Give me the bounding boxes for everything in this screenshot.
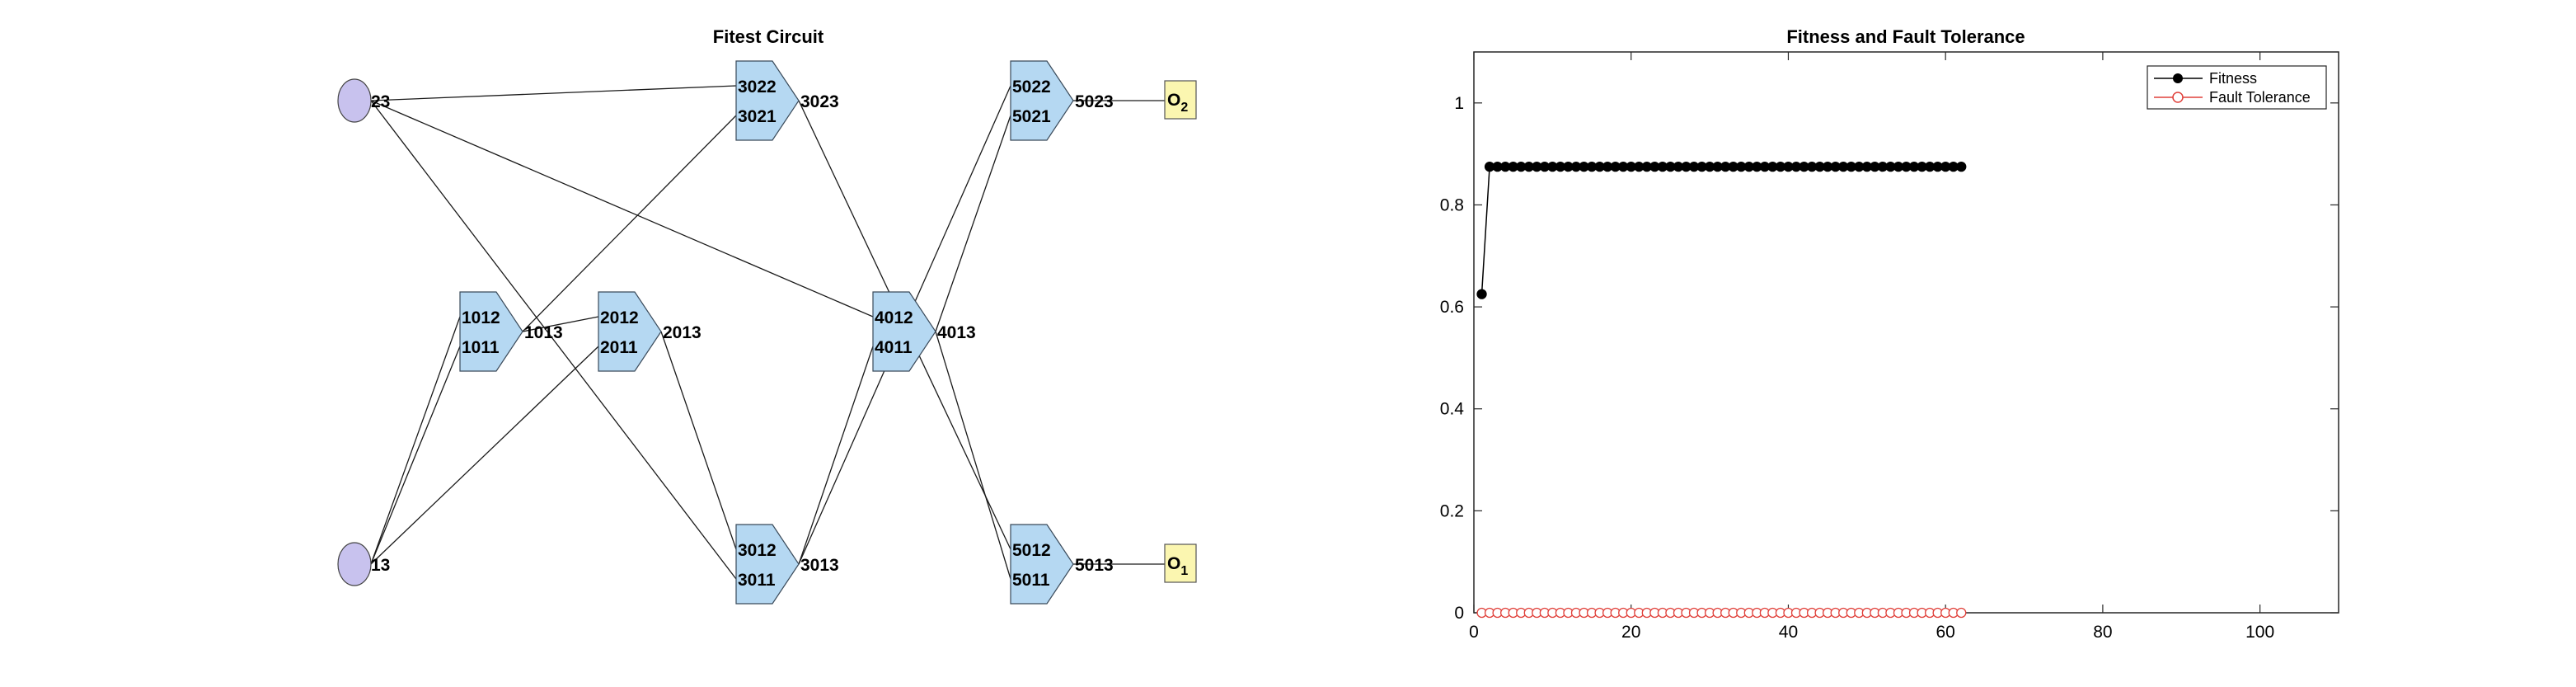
gate-output-label: 1013: [524, 323, 563, 342]
x-tick-label: 0: [1469, 623, 1479, 642]
gate-2013: [598, 291, 662, 372]
gate-input-label: 5022: [1012, 78, 1051, 96]
legend-fault-tolerance-marker: [2172, 92, 2184, 103]
gate-input-label: 4011: [875, 338, 913, 357]
y-tick-label: 0.6: [1440, 298, 1464, 317]
gate-input-label: 2011: [600, 338, 638, 357]
legend-fault-tolerance-label: Fault Tolerance: [2209, 89, 2311, 106]
circuit-title: Fitest Circuit: [713, 26, 824, 47]
chart-title: Fitness and Fault Tolerance: [1786, 26, 2025, 47]
gate-3023: [735, 60, 800, 141]
gate-output-label: 3023: [800, 92, 839, 111]
wire-layer: [370, 85, 1165, 580]
wire: [522, 316, 599, 332]
gate-5023: [1010, 60, 1074, 141]
gate-input-label: 1011: [462, 338, 500, 357]
x-tick-label: 20: [1621, 623, 1640, 642]
wire: [522, 115, 737, 332]
wire: [370, 85, 737, 101]
gate-input-label: 3012: [738, 541, 777, 560]
gate-output-label: 2013: [663, 323, 701, 342]
y-tick-label: 0.2: [1440, 501, 1464, 520]
gate-input-label: 3022: [738, 78, 777, 96]
data-point: [1956, 161, 1967, 172]
y-tick-label: 0.8: [1440, 195, 1464, 214]
y-tick-label: 1: [1454, 94, 1464, 113]
wire: [370, 316, 461, 565]
x-tick-label: 100: [2245, 623, 2274, 642]
circuit-diagram: Fitest Circuit 2313101210111013201220112…: [337, 26, 1197, 605]
wire: [370, 100, 874, 318]
input-node-23: [337, 78, 372, 123]
series-layer: [1476, 161, 1967, 619]
data-point: [1476, 289, 1487, 299]
gate-input-label: 5021: [1012, 107, 1051, 126]
gate-output-label: 3013: [800, 556, 839, 575]
wire: [935, 115, 1011, 332]
gate-4013: [872, 291, 936, 372]
x-tick-label: 80: [2093, 623, 2112, 642]
gate-input-label: 3021: [738, 107, 777, 126]
output-node-2: [1164, 80, 1197, 120]
node-layer: 23 13 1012 1011 1013 2012 2011 2013 3022 3021 3023…: [337, 60, 1197, 605]
input-label-23: 23: [371, 92, 390, 111]
output-node-1: [1164, 543, 1197, 583]
gate-output-label: 5013: [1075, 556, 1114, 575]
wire: [370, 100, 737, 580]
gate-input-label: 5012: [1012, 541, 1051, 560]
wire: [660, 331, 737, 550]
x-tick-label: 40: [1779, 623, 1798, 642]
gate-output-label: 5023: [1075, 92, 1114, 111]
x-tick-label: 60: [1936, 623, 1955, 642]
gate-1013: [459, 291, 523, 372]
gate-5013: [1010, 524, 1074, 605]
legend: Fitness Fault Tolerance: [2147, 65, 2327, 110]
input-label-13: 13: [371, 556, 390, 575]
gate-input-label: 2012: [600, 308, 639, 327]
input-node-13: [337, 542, 372, 586]
y-tick-label: 0.4: [1440, 400, 1465, 419]
gate-input-label: 5011: [1012, 571, 1050, 590]
wire: [370, 346, 461, 565]
wire: [935, 331, 1011, 580]
gate-input-label: 4012: [875, 308, 913, 327]
y-tick-label: 0: [1454, 604, 1464, 623]
axis-ticks: 0 20 40 60 80 100 0 0.2 0.4 0.6 0.8 1: [1440, 52, 2339, 642]
gate-3013: [735, 524, 800, 605]
gate-input-label: 3011: [738, 571, 776, 590]
legend-fitness-label: Fitness: [2209, 70, 2257, 87]
plot-area: [1473, 51, 2339, 614]
legend-fitness-marker: [2173, 73, 2183, 83]
gate-input-label: 1012: [462, 308, 500, 327]
gate-output-label: 4013: [937, 323, 976, 342]
data-point: [1956, 607, 1967, 619]
wire: [798, 346, 874, 565]
wire: [370, 346, 599, 565]
